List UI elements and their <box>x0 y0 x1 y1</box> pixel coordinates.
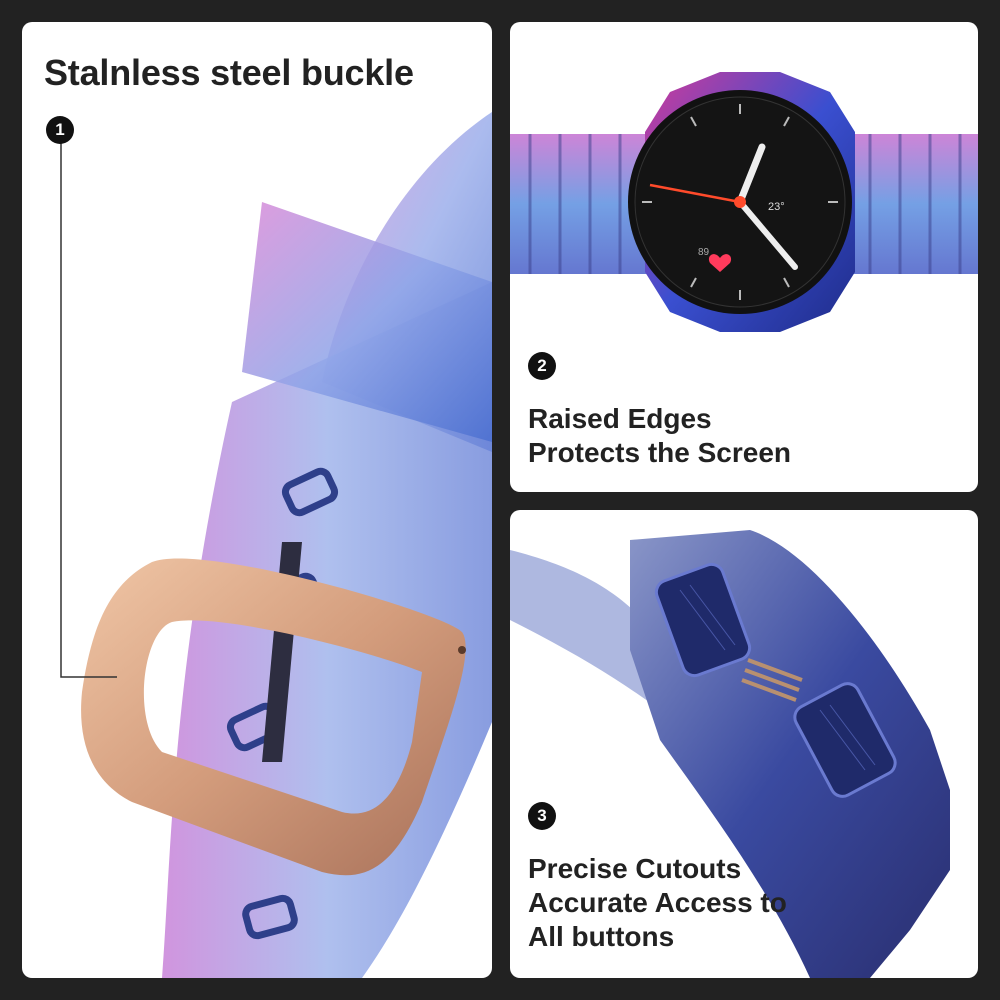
caption-line: Accurate Access to <box>528 887 787 918</box>
buckle-frame <box>81 558 466 876</box>
cutouts-panel: 3 Precise Cutouts Accurate Access to All… <box>510 510 978 978</box>
step-number-3: 3 <box>528 802 556 830</box>
caption-line: Protects the Screen <box>528 437 791 468</box>
weather-readout: 23° <box>768 201 785 213</box>
caption-line: All buttons <box>528 921 675 952</box>
second-hand <box>649 183 741 204</box>
buckle-illustration <box>60 112 492 978</box>
heart-icon <box>708 254 732 272</box>
step-number-2: 2 <box>528 352 556 380</box>
button-cutout-bottom <box>793 682 897 798</box>
caption-line: Precise Cutouts <box>528 853 742 884</box>
cutouts-illustration <box>510 530 950 978</box>
strap-keeper <box>242 202 492 442</box>
buckle-heading: Stalnless steel buckle <box>44 52 414 93</box>
raised-edges-caption: Raised Edges Protects the Screen <box>528 402 791 470</box>
hour-hand <box>736 143 766 206</box>
raised-edges-panel: 23° 89 2 Raised Edges Protects the Scree… <box>510 22 978 492</box>
slot-lines <box>741 658 803 702</box>
caption-line: Raised Edges <box>528 403 712 434</box>
buckle-panel: Stalnless steel buckle 1 <box>22 22 492 978</box>
step-number-1: 1 <box>46 116 74 144</box>
watch-illustration: 23° 89 <box>510 72 978 332</box>
cutouts-caption: Precise Cutouts Accurate Access to All b… <box>528 852 787 954</box>
pointer-line <box>60 142 117 678</box>
minute-hand <box>737 199 798 270</box>
band-right <box>840 134 978 274</box>
steps-readout: 89 <box>698 247 710 258</box>
strap-side <box>510 550 660 710</box>
